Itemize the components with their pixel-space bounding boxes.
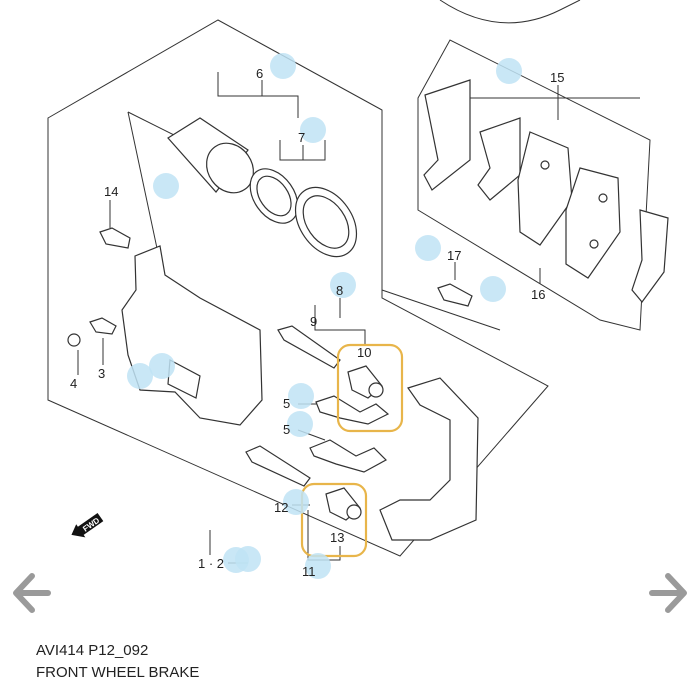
tire-arc: [439, 0, 581, 24]
hotspot[interactable]: [153, 173, 179, 199]
hotspot[interactable]: [287, 411, 313, 437]
hotspot[interactable]: [496, 58, 522, 84]
callout-label: 1 · 2: [198, 556, 224, 571]
callout-label: 9: [310, 314, 317, 329]
pin-boots: [325, 365, 384, 521]
diagram-caption: AVI414 P12_092 FRONT WHEEL BRAKE: [36, 640, 199, 684]
callout-label: 13: [330, 530, 344, 545]
callout-label: 6: [256, 66, 263, 81]
callout-label: 11: [302, 564, 316, 579]
hotspot[interactable]: [149, 353, 175, 379]
callout-label: 17: [447, 248, 461, 263]
hotspot[interactable]: [415, 235, 441, 261]
pad-set: [423, 79, 669, 303]
arrow-left-icon: [13, 573, 51, 613]
callout-label: 3: [98, 366, 105, 381]
caliper-body: [121, 245, 263, 426]
hotspot[interactable]: [283, 489, 309, 515]
hotspot[interactable]: [330, 272, 356, 298]
fwd-arrow-icon: FWD: [71, 512, 104, 538]
callout-label: 16: [531, 287, 545, 302]
callout-label: 4: [70, 376, 77, 391]
exploded-parts-diagram: 6 7 15 14 17 16 8 9 10 4 3 5 5 12 13 11 …: [47, 0, 669, 579]
next-button[interactable]: [644, 568, 694, 618]
callout-label: 5: [283, 422, 290, 437]
bolts: [67, 227, 473, 347]
assembly-border: [47, 19, 549, 557]
piston-group: [167, 117, 358, 258]
pad-kit-border: [417, 39, 651, 331]
hotspot[interactable]: [288, 383, 314, 409]
hotspot[interactable]: [127, 363, 153, 389]
prev-button[interactable]: [6, 568, 56, 618]
caliper-bracket: [379, 377, 479, 541]
clips: [309, 395, 390, 473]
callout-label: 15: [550, 70, 564, 85]
diagram-title: FRONT WHEEL BRAKE: [36, 664, 200, 681]
callout-label: 10: [357, 345, 371, 360]
hotspots[interactable]: [127, 53, 522, 579]
arrow-right-icon: [649, 573, 687, 613]
hotspot[interactable]: [235, 546, 261, 572]
callout-label: 8: [336, 283, 343, 298]
highlight-box-13: [300, 482, 368, 558]
hotspot[interactable]: [480, 276, 506, 302]
hotspot[interactable]: [305, 553, 331, 579]
diagram-code: AVI414 P12_092: [36, 642, 149, 659]
hotspot[interactable]: [300, 117, 326, 143]
callout-labels: 6 7 15 14 17 16 8 9 10 4 3 5 5 12 13 11 …: [70, 66, 564, 579]
callout-label: 7: [298, 130, 305, 145]
callout-label: 12: [274, 500, 288, 515]
highlight-box-10: [336, 343, 404, 433]
callout-label: 14: [104, 184, 118, 199]
callout-label: 5: [283, 396, 290, 411]
hotspot[interactable]: [270, 53, 296, 79]
